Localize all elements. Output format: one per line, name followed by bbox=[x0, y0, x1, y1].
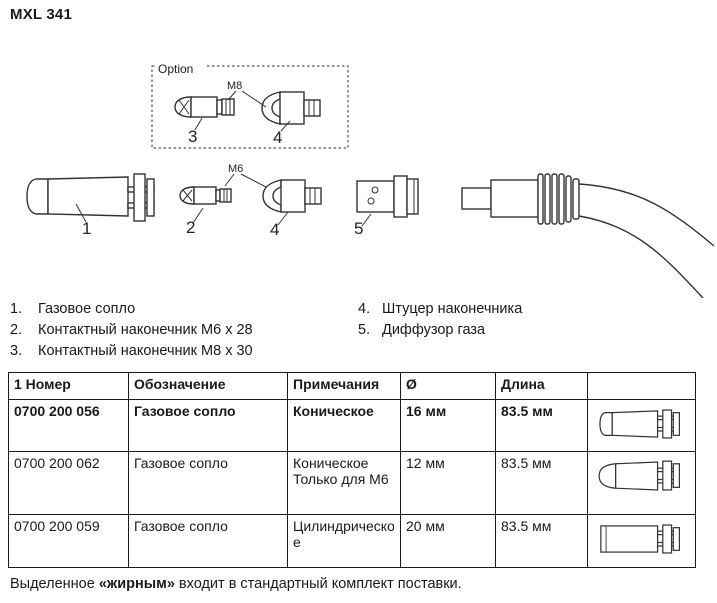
cell-length: 83.5 мм bbox=[495, 399, 588, 452]
cell-diameter: 16 мм bbox=[400, 399, 496, 452]
page-title: MXL 341 bbox=[10, 6, 72, 23]
m8-thread-label: M8 bbox=[227, 80, 242, 92]
legend-item-5: 5. Диффузор газа bbox=[358, 320, 688, 341]
cell-note: Коническое Только для M6 bbox=[287, 451, 401, 515]
nozzle-cylindrical-icon bbox=[600, 524, 681, 554]
cell-diameter: 12 мм bbox=[400, 451, 496, 515]
legend-num: 4. bbox=[358, 301, 371, 317]
table-row: 0700 200 056 Газовое сопло Коническое 16… bbox=[8, 399, 696, 452]
nozzle-cylindrical-image bbox=[587, 514, 696, 568]
nozzle-conical-image bbox=[587, 399, 696, 452]
gas-nozzle-drawing bbox=[26, 173, 155, 222]
cell-name: Газовое сопло bbox=[128, 514, 288, 568]
part-number-4: 4 bbox=[270, 220, 279, 239]
footer-suffix: входит в стандартный комплект поставки. bbox=[174, 576, 462, 592]
legend-label: Контактный наконечник M8 x 30 bbox=[38, 343, 253, 359]
col-header-length: Длина bbox=[495, 372, 588, 400]
cell-note: Цилиндрическое bbox=[287, 514, 401, 568]
part-1-leader bbox=[75, 203, 87, 223]
cell-name: Газовое сопло bbox=[128, 399, 288, 452]
contact-tip-m6-drawing bbox=[179, 186, 232, 205]
legend-item-1: 1. Газовое сопло bbox=[10, 299, 340, 320]
part-4-option-leader bbox=[280, 120, 291, 132]
col-header-number: 1 Номер bbox=[8, 372, 129, 400]
cell-number: 0700 200 056 bbox=[8, 399, 129, 452]
footer-prefix: Выделенное bbox=[10, 576, 99, 592]
col-header-diameter: Ø bbox=[400, 372, 496, 400]
nozzle-conical-icon bbox=[599, 409, 681, 439]
part-number-2: 2 bbox=[186, 218, 195, 237]
option-label: Option bbox=[158, 62, 193, 76]
parts-diagram-svg: Option M8 bbox=[26, 60, 715, 298]
table-row: 0700 200 062 Газовое сопло Коническое То… bbox=[8, 451, 696, 515]
legend-label: Газовое сопло bbox=[38, 301, 136, 317]
part-number-4-option: 4 bbox=[273, 128, 282, 147]
cell-length: 83.5 мм bbox=[495, 514, 588, 568]
parts-table: 1 Номер Обозначение Примечания Ø Длина 0… bbox=[8, 372, 696, 568]
cell-diameter: 20 мм bbox=[400, 514, 496, 568]
cell-note: Коническое bbox=[287, 399, 401, 452]
legend-label: Диффузор газа bbox=[382, 322, 486, 338]
tip-holder-m8-drawing bbox=[261, 91, 321, 125]
col-header-image bbox=[587, 372, 696, 400]
col-header-designation: Обозначение bbox=[128, 372, 288, 400]
footer-bold-term: «жирным» bbox=[98, 576, 175, 592]
nozzle-conical-domed-icon bbox=[598, 460, 681, 491]
legend-num: 3. bbox=[10, 343, 23, 359]
legend-column-left: 1. Газовое сопло 2. Контактный наконечни… bbox=[10, 299, 340, 362]
legend-num: 1. bbox=[10, 301, 23, 317]
part-4-leader bbox=[277, 211, 289, 226]
m6-thread-label: M6 bbox=[228, 163, 243, 175]
nozzle-conical-domed-image bbox=[587, 451, 696, 515]
legend-item-3: 3. Контактный наконечник M8 x 30 bbox=[10, 341, 340, 362]
table-row: 0700 200 059 Газовое сопло Цилиндрическо… bbox=[8, 514, 696, 568]
torch-body-drawing bbox=[461, 173, 715, 298]
part-2-leader bbox=[192, 207, 204, 224]
col-header-notes: Примечания bbox=[287, 372, 401, 400]
cell-name: Газовое сопло bbox=[128, 451, 288, 515]
legend-item-4: 4. Штуцер наконечника bbox=[358, 299, 688, 320]
legend-label: Контактный наконечник M6 x 28 bbox=[38, 322, 253, 338]
contact-tip-m8-drawing bbox=[174, 96, 235, 118]
footer-note: Выделенное «жирным» входит в стандартный… bbox=[10, 576, 462, 592]
cell-length: 83.5 мм bbox=[495, 451, 588, 515]
cell-number: 0700 200 062 bbox=[8, 451, 129, 515]
table-header-row: 1 Номер Обозначение Примечания Ø Длина bbox=[8, 372, 696, 400]
gas-diffuser-drawing bbox=[356, 175, 419, 218]
parts-diagram: Option M8 bbox=[0, 48, 717, 298]
legend-item-2: 2. Контактный наконечник M6 x 28 bbox=[10, 320, 340, 341]
m6-leader-lines bbox=[224, 173, 267, 188]
cell-number: 0700 200 059 bbox=[8, 514, 129, 568]
legend-num: 2. bbox=[10, 322, 23, 338]
legend-column-right: 4. Штуцер наконечника 5. Диффузор газа bbox=[358, 299, 688, 341]
part-number-1: 1 bbox=[82, 219, 91, 238]
tip-holder-m6-drawing bbox=[262, 179, 322, 213]
legend-num: 5. bbox=[358, 322, 371, 338]
part-number-3: 3 bbox=[188, 127, 197, 146]
part-number-5: 5 bbox=[354, 219, 363, 238]
m8-leader-lines bbox=[227, 90, 267, 108]
part-3-leader bbox=[194, 117, 203, 131]
option-box: Option M8 bbox=[151, 60, 349, 149]
part-5-leader bbox=[361, 213, 372, 227]
legend-label: Штуцер наконечника bbox=[382, 301, 523, 317]
